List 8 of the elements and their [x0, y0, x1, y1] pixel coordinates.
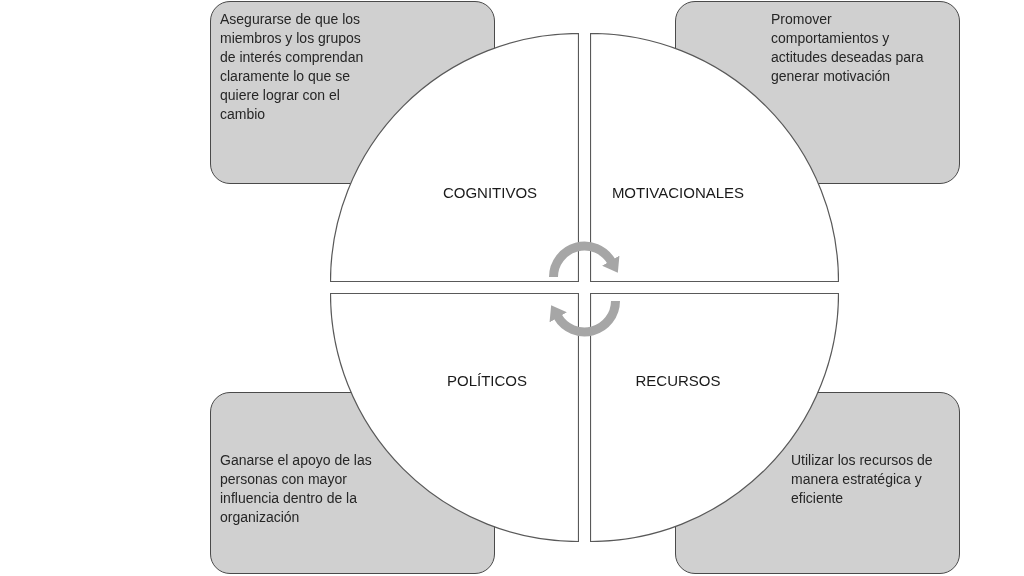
- segment-label: MOTIVACIONALES: [611, 182, 745, 203]
- segment-label: POLÍTICOS: [447, 370, 527, 391]
- card-text: Utilizar los recursos de manera estratégica y eficiente: [791, 451, 934, 508]
- card-text: Promover comportamientos y actitudes deseadas para generar motivación: [771, 10, 925, 86]
- segment-label: RECURSOS: [635, 370, 721, 391]
- card-text: Ganarse el apoyo de las personas con mayor influencia dentro de la organización: [220, 451, 373, 527]
- card-text: Asegurarse de que los miembros y los grupos de interés comprendan claramente lo que se quiere lograr con el cambio: [220, 10, 365, 124]
- segment-label: COGNITIVOS: [442, 182, 538, 203]
